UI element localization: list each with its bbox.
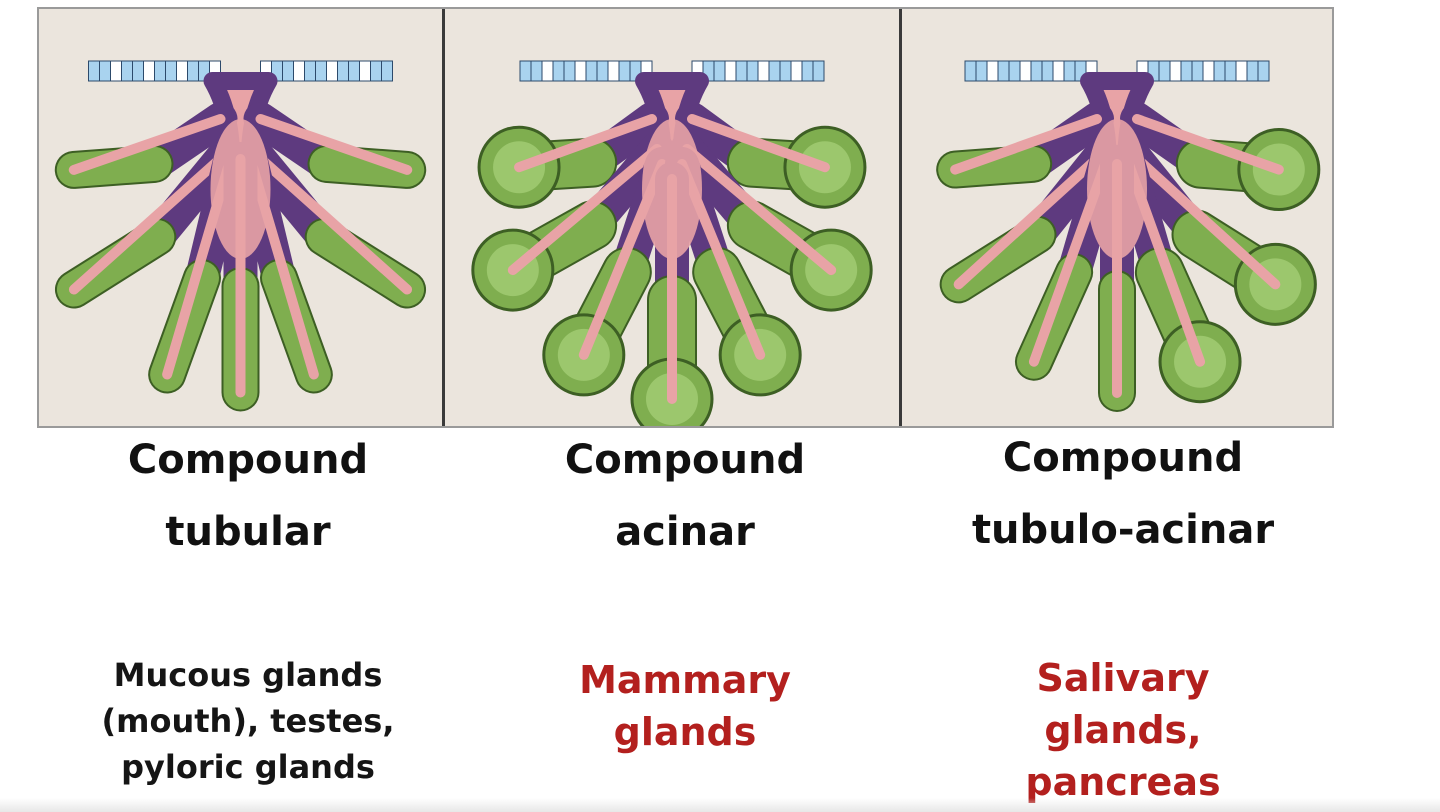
caption-line1: Compound (564, 437, 806, 483)
caption-line1: Compound (1002, 435, 1244, 481)
gland-illustration (471, 60, 873, 426)
gland-illustration (54, 60, 427, 412)
panel-compound-acinar (445, 9, 902, 426)
example-line: Mammary (579, 658, 791, 702)
gland-branches (936, 72, 1321, 412)
caption-line2: acinar (615, 509, 755, 555)
gland-illustration (936, 60, 1321, 412)
surface-epithelium (964, 60, 1270, 82)
panel-compound-tubular (39, 9, 445, 426)
example-line: pancreas (1025, 760, 1221, 804)
example-line: (mouth), testes, (101, 702, 395, 740)
example-line: Salivary (1036, 656, 1210, 700)
caption-line2: tubulo-acinar (971, 507, 1275, 553)
example-compound-tubular: Mucous glands (mouth), testes, pyloric g… (38, 652, 458, 790)
example-compound-tubulo-acinar: Salivary glands, pancreas (913, 652, 1333, 808)
example-line: pyloric glands (121, 748, 375, 786)
panel-compound-tubulo-acinar (902, 9, 1332, 426)
example-line: glands, (1044, 708, 1202, 752)
bottom-edge-shade (0, 798, 1440, 812)
caption-line2: tubular (165, 509, 331, 555)
example-line: Mucous glands (113, 656, 383, 694)
gland-branches (471, 72, 873, 426)
diagram-panels (37, 7, 1334, 428)
surface-epithelium (519, 60, 825, 82)
gland-branches (54, 72, 427, 412)
caption-compound-tubular: Compound tubular (28, 424, 468, 568)
caption-compound-tubulo-acinar: Compound tubulo-acinar (903, 422, 1343, 566)
caption-line1: Compound (127, 437, 369, 483)
caption-compound-acinar: Compound acinar (465, 424, 905, 568)
example-compound-acinar: Mammary glands (475, 654, 895, 758)
surface-epithelium (88, 60, 393, 82)
example-line: glands (613, 710, 757, 754)
